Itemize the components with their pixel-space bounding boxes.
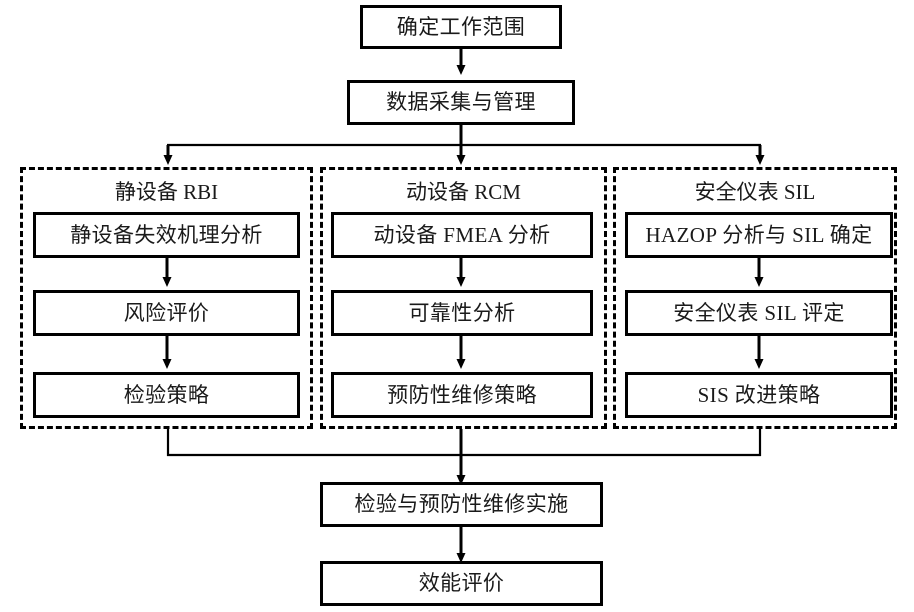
group-static-equipment	[20, 167, 313, 429]
node-data[interactable]: 数据采集与管理	[347, 80, 575, 125]
node-rcm-1-label: 动设备 FMEA 分析	[373, 222, 551, 247]
node-sil-1-label: HAZOP 分析与 SIL 确定	[645, 222, 873, 247]
node-sil-3-label: SIS 改进策略	[697, 382, 821, 407]
group-rotating-equipment-title: 动设备 RCM	[406, 180, 521, 204]
group-rotating-equipment	[320, 167, 607, 429]
node-rbi-3-label: 检验策略	[123, 382, 210, 407]
node-rcm-2[interactable]: 可靠性分析	[331, 290, 593, 336]
group-safety-instrumented	[613, 167, 897, 429]
node-evaluate-label: 效能评价	[418, 571, 505, 595]
node-rbi-3[interactable]: 检验策略	[33, 372, 300, 418]
node-scope[interactable]: 确定工作范围	[360, 5, 562, 49]
node-rcm-2-label: 可靠性分析	[408, 300, 516, 325]
node-data-label: 数据采集与管理	[386, 90, 536, 114]
node-rbi-2[interactable]: 风险评价	[33, 290, 300, 336]
node-sil-2-label: 安全仪表 SIL 评定	[673, 300, 845, 325]
node-rbi-1[interactable]: 静设备失效机理分析	[33, 212, 300, 258]
node-rbi-2-label: 风险评价	[123, 300, 210, 325]
node-implement-label: 检验与预防性维修实施	[354, 492, 569, 516]
group-safety-instrumented-title: 安全仪表 SIL	[694, 180, 816, 204]
node-implement[interactable]: 检验与预防性维修实施	[320, 482, 603, 527]
node-rcm-3[interactable]: 预防性维修策略	[331, 372, 593, 418]
node-rcm-1[interactable]: 动设备 FMEA 分析	[331, 212, 593, 258]
node-rbi-1-label: 静设备失效机理分析	[70, 222, 263, 247]
node-sil-2[interactable]: 安全仪表 SIL 评定	[625, 290, 893, 336]
node-scope-label: 确定工作范围	[396, 14, 526, 39]
node-sil-3[interactable]: SIS 改进策略	[625, 372, 893, 418]
node-evaluate[interactable]: 效能评价	[320, 561, 603, 606]
node-rcm-3-label: 预防性维修策略	[387, 382, 537, 407]
group-static-equipment-title: 静设备 RBI	[114, 180, 219, 204]
node-sil-1[interactable]: HAZOP 分析与 SIL 确定	[625, 212, 893, 258]
